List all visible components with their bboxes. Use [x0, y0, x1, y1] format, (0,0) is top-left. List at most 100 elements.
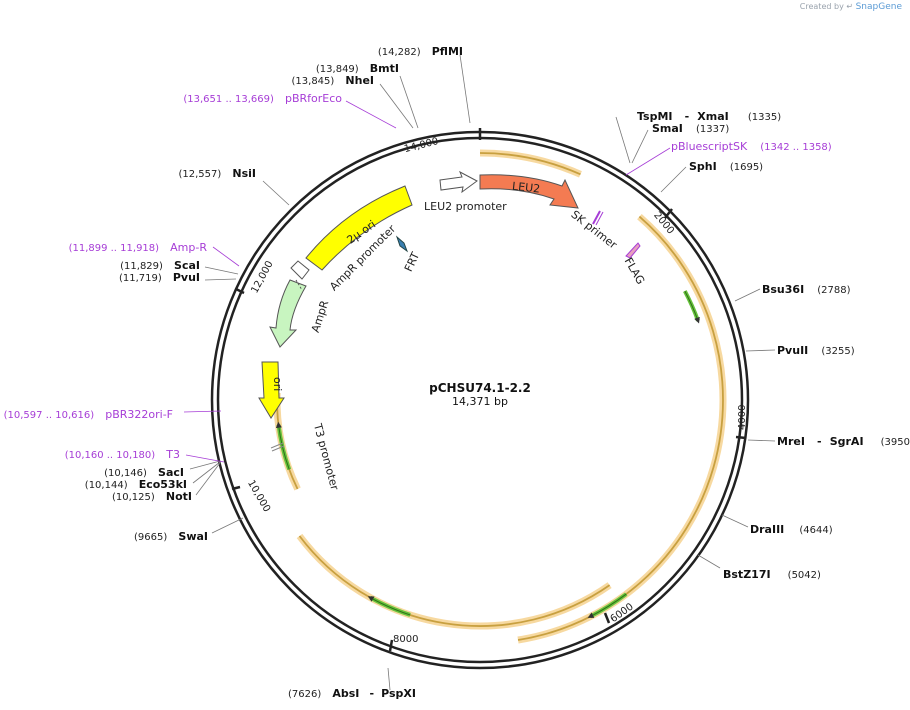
green-arrow-lowright-head	[587, 593, 627, 618]
pflmi-pos: (14,282)	[378, 47, 421, 58]
flag-label: FLAG	[622, 255, 648, 286]
sphi-pos: (1695)	[730, 162, 763, 173]
bmti-name: BmtI	[370, 62, 399, 75]
pbrforeco-pos: (13,651 .. 13,669)	[183, 94, 274, 105]
tick-label-4000: 4000	[737, 405, 748, 430]
bsu36i-name: Bsu36I	[762, 283, 804, 296]
tick-mark-8000	[388, 639, 394, 652]
orf-direction-arrows	[275, 290, 700, 619]
scai-name: ScaI	[174, 259, 200, 272]
plasmid-size: 14,371 bp	[452, 395, 508, 408]
bstz17i-name: BstZ17I	[723, 568, 771, 581]
absi-name: AbsI	[332, 687, 359, 700]
pvui-name: PvuI	[173, 271, 200, 284]
right-labels: TspMI - XmaI (1335) SmaI (1337) pBluescr…	[637, 105, 910, 582]
credit-brand: SnapGene	[855, 2, 902, 12]
left-labels: (14,282) PflMI (13,849) BmtI (13,845) Nh…	[4, 45, 463, 701]
ori-arrow	[258, 361, 285, 419]
ampr-label: AmpR	[309, 299, 332, 335]
swai-name: SwaI	[178, 530, 208, 543]
svg-text:(13,849) BmtI: (13,849) BmtI	[316, 57, 399, 76]
svg-text:Bsu36I (2788): Bsu36I (2788)	[762, 278, 851, 297]
noti-pos: (10,125)	[112, 492, 155, 503]
mrei-dash: -	[817, 435, 822, 448]
svg-text:(13,651 .. 13,669) pBRfo: (13,651 .. 13,669) pBRforEco	[183, 87, 342, 106]
tick-mark-12000	[235, 287, 245, 295]
svg-text:(7626) AbsI -: (7626) AbsI - PspXI	[288, 682, 416, 701]
noti-name: NotI	[166, 490, 192, 503]
saci-pos: (10,146)	[104, 468, 147, 479]
sgrai-name: SgrAI	[830, 435, 864, 448]
tick-mark-6000	[603, 612, 611, 624]
mrei-pos: (3950)	[881, 437, 910, 448]
absi-pos: (7626)	[288, 689, 321, 700]
ampr-arrow	[269, 279, 307, 348]
pbrforeco-name: pBRforEco	[285, 92, 342, 105]
svg-text:DraIII (4644): DraIII (4644)	[750, 518, 833, 537]
pspxi-name: PspXI	[381, 687, 416, 700]
tick-label-12000: 12,000	[249, 259, 275, 295]
svg-text:(10,597 .. 10,616) pBR32: (10,597 .. 10,616) pBR322ori-F	[4, 403, 173, 422]
draiii-pos: (4644)	[799, 525, 832, 536]
sk-primer-mark	[592, 210, 601, 225]
swai-pos: (9665)	[134, 532, 167, 543]
svg-text:pBluescriptSK (1342 .. 1: pBluescriptSK (1342 .. 1358)	[671, 135, 832, 154]
nsii-name: NsiI	[232, 167, 256, 180]
pbr322ori-pos: (10,597 .. 10,616)	[4, 410, 95, 421]
xmai-name: XmaI	[697, 110, 728, 123]
eco53ki-name: Eco53kI	[139, 478, 187, 491]
plasmid-name: pCHSU74.1-2.2	[429, 381, 531, 395]
tick-mark-4000	[735, 435, 747, 440]
ori-label: ori	[271, 377, 284, 391]
ampr-primer-name: Amp-R	[170, 241, 207, 254]
frt-arrow	[395, 235, 409, 253]
orf-arc-bottom	[298, 535, 611, 627]
leu2-arrow	[479, 174, 579, 209]
green-arrow-bottom-head	[367, 596, 411, 616]
nhei-name: NheI	[345, 74, 374, 87]
leu2-label: LEU2	[511, 180, 540, 196]
snapgene-credit: Created by ↵ SnapGene	[800, 2, 902, 12]
svg-text:(10,146) SacI: (10,146) SacI	[104, 461, 184, 480]
features: LEU2 promoter LEU2 SK primer FLAG 2μ ori…	[258, 170, 648, 492]
pbluescriptsk-pos: (1342 .. 1358)	[760, 142, 832, 153]
leu2-promoter-label: LEU2 promoter	[424, 200, 507, 213]
smai-name: SmaI	[652, 122, 683, 135]
bsu36i-pos: (2788)	[817, 285, 850, 296]
t3-primer-name: T3	[165, 448, 180, 461]
smai-pos: (1337)	[696, 124, 729, 135]
tspmi-pos: (1335)	[748, 112, 781, 123]
svg-text:(10,144) Eco53kI: (10,144) Eco53kI	[85, 473, 187, 492]
t3-primer-pos: (10,160 .. 10,180)	[65, 450, 156, 461]
two-micron-ori-arrow	[305, 185, 413, 271]
svg-text:PvuII (3255): PvuII (3255)	[777, 339, 855, 358]
green-arrow-right-head	[684, 290, 700, 324]
draiii-name: DraIII	[750, 523, 784, 536]
absi-dash: -	[369, 687, 374, 700]
orf-arc-top	[479, 152, 581, 176]
eco53ki-pos: (10,144)	[85, 480, 128, 491]
ampr-promoter-arrow	[290, 260, 310, 280]
tick-mark-10000	[231, 485, 241, 491]
svg-text:BstZ17I (5042): BstZ17I (5042)	[723, 563, 821, 582]
pflmi-name: PflMI	[432, 45, 463, 58]
svg-text:MreI - SgrAI: MreI - SgrAI (3950)	[777, 430, 910, 449]
nhei-pos: (13,845)	[292, 76, 335, 87]
svg-text:(13,845) NheI: (13,845) NheI	[292, 69, 374, 88]
svg-text:TspMI - XmaI: TspMI - XmaI (1335)	[637, 105, 781, 124]
scai-pos: (11,829)	[120, 261, 163, 272]
sphi-name: SphI	[689, 160, 717, 173]
svg-text:(12,557) NsiI: (12,557) NsiI	[178, 162, 256, 181]
mrei-name: MreI	[777, 435, 805, 448]
pvui-pos: (11,719)	[119, 273, 162, 284]
green-arrow-left-head	[275, 421, 290, 470]
primer-leader-lines	[183, 100, 671, 463]
ampr-primer-pos: (11,899 .. 11,918)	[69, 243, 160, 254]
tick-label-8000: 8000	[393, 634, 418, 645]
nsii-pos: (12,557)	[178, 169, 221, 180]
svg-text:(11,899 .. 11,918) Amp-R: (11,899 .. 11,918) Amp-R	[69, 236, 208, 255]
orf-arc-right	[517, 215, 724, 641]
t3-promoter-mark	[270, 442, 284, 449]
svg-text:SmaI (1337): SmaI (1337)	[652, 117, 729, 136]
